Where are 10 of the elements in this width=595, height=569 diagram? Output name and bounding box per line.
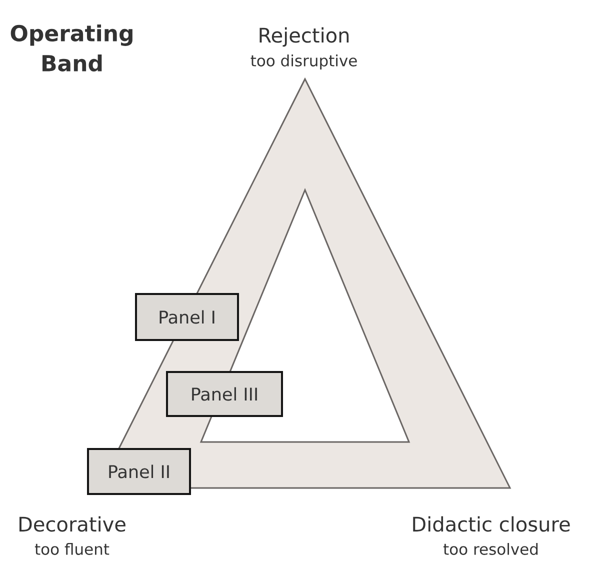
title: Operating Band xyxy=(10,24,132,72)
vertex-caption: too fluent xyxy=(34,542,110,555)
vertex-label: Didactic closure xyxy=(413,516,570,532)
panel-box: Panel II xyxy=(87,448,191,495)
panel-box: Panel I xyxy=(135,292,239,341)
vertex-label: Rejection xyxy=(260,27,349,47)
vertex-label: Decorative xyxy=(19,516,126,532)
panel-box: Panel III xyxy=(166,370,283,417)
vertex-caption: too disruptive xyxy=(250,54,357,70)
vertex-caption: too resolved xyxy=(443,542,538,555)
